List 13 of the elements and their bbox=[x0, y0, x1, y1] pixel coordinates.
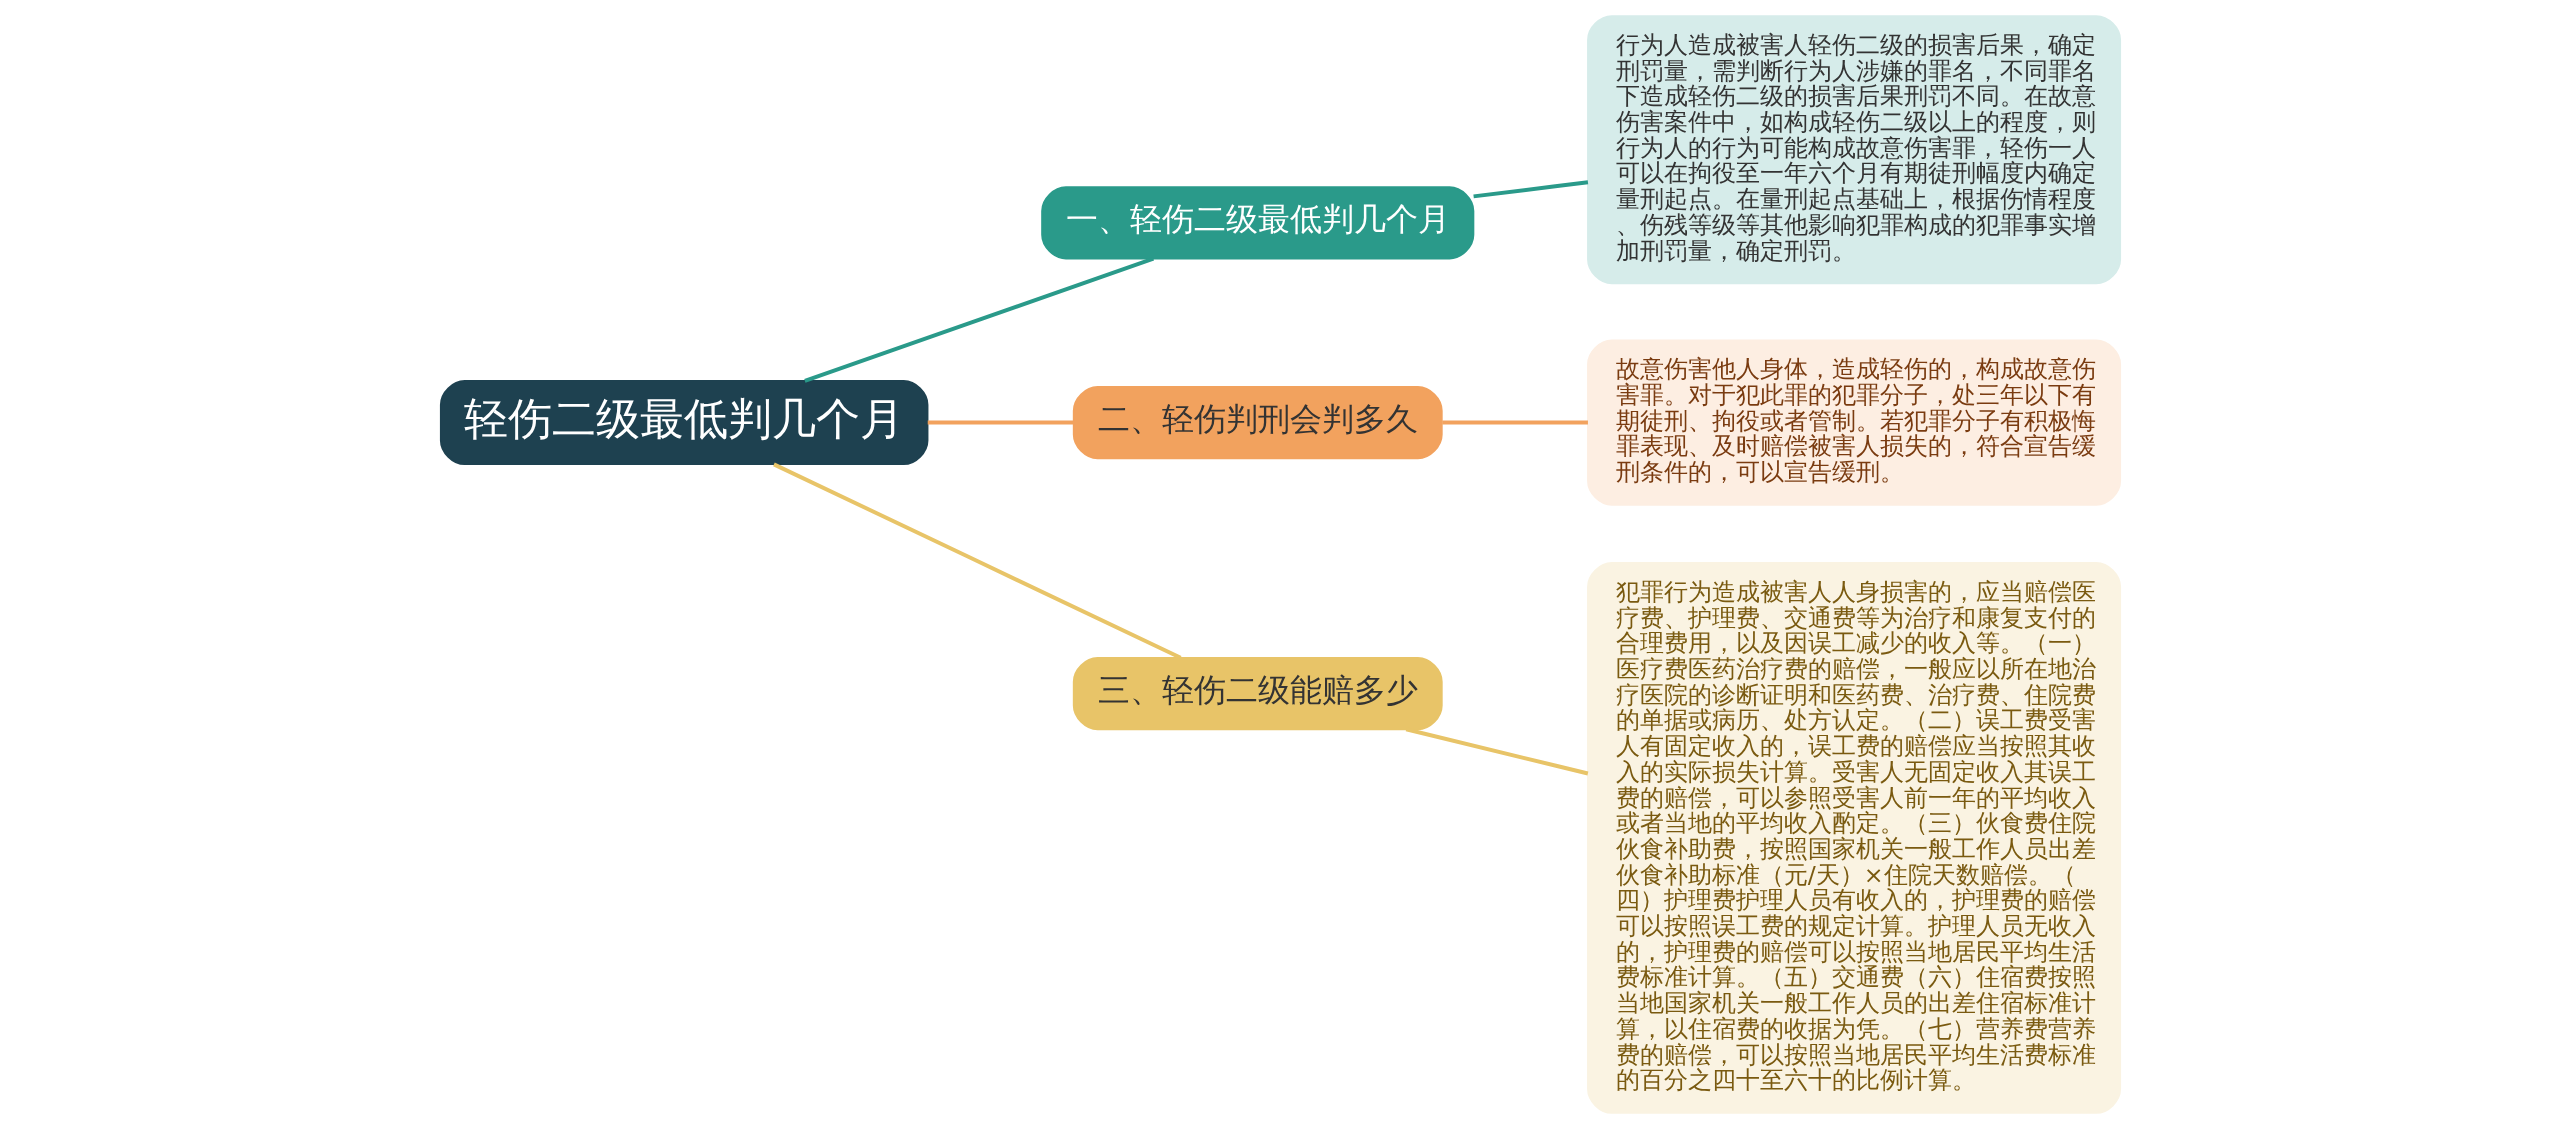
connector bbox=[772, 462, 1181, 660]
node-box: 一、轻伤二级最低判几个月 bbox=[1040, 186, 1474, 260]
node-box: 三、轻伤二级能赔多少 bbox=[1072, 656, 1443, 731]
connector bbox=[1405, 727, 1588, 776]
connector bbox=[803, 256, 1154, 383]
connector bbox=[1441, 420, 1588, 425]
node-box: 轻伤二级最低判几个月 bbox=[439, 380, 928, 466]
connector bbox=[1472, 180, 1588, 199]
connector bbox=[927, 420, 1073, 425]
node-box: 犯罪行为造成被害人人身损害的，应当赔偿医疗费、护理费、交通费等为治疗和康复支付的合理费用，以及因误工减少的收入等。（一）医疗费医药治疗费的赔偿，一般应以所在地治疗医院的诊断证明和医药费、治疗费、住院费的单据或病历、处方认定。（二）误工费受害人有固定收入的，误工费的赔偿应当按照其收入的实际损失计算。受害人无固定收入其误工费的赔偿，可以参照受害人前一年的平均收入或者当地的平均收入酌定。（三）伙食费住院伙食补助费，按照国家机关一般工作人员出差伙食补助标准（元/天）×住院天数赔偿。（四）护理费护理人员有收入的，护理费的赔偿可以按照误工费的规定计算。护理人员无收入的，护理费的赔偿可以按照当地居民平均生活费标准计算。（五）交通费（六）住宿费按照当地国家机关一般工作人员的出差住宿标准计算，以住宿费的收据为凭。（七）营养费营养费的赔偿，可以按照当地居民平均生活费标准的百分之四十至六十的比例计算。 bbox=[1586, 562, 2121, 1114]
node-box: 故意伤害他人身体，造成轻伤的，构成故意伤害罪。对于犯此罪的犯罪分子，处三年以下有期徒刑、拘役或者管制。若犯罪分子有积极悔罪表现、及时赔偿被害人损失的，符合宣告缓刑条件的，可以宣告缓刑。 bbox=[1586, 339, 2121, 506]
node-box: 行为人造成被害人轻伤二级的损害后果，确定刑罚量，需判断行为人涉嫌的罪名，不同罪名下造成轻伤二级的损害后果刑罚不同。在故意伤害案件中，如构成轻伤二级以上的程度，则行为人的行为可能构成故意伤害罪，轻伤一人可以在拘役至一年六个月有期徒刑幅度内确定量刑起点。在量刑起点基础上，根据伤情程度、伤残等级等其他影响犯罪构成的犯罪事实增加刑罚量，确定刑罚。 bbox=[1586, 15, 2121, 285]
node-box: 二、轻伤判刑会判多久 bbox=[1072, 386, 1443, 460]
